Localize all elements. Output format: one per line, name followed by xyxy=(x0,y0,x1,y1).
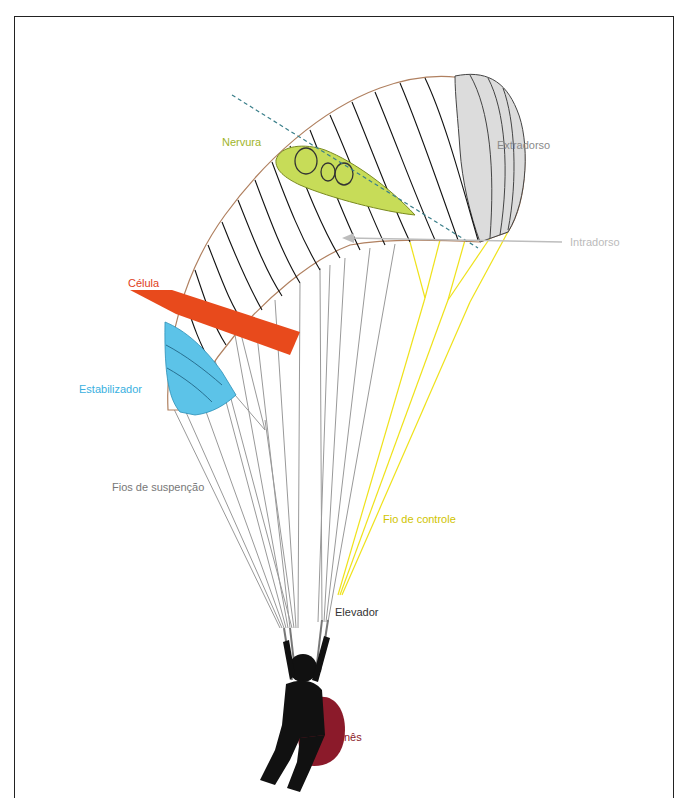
stabilizer-highlight xyxy=(165,322,236,415)
frame xyxy=(15,17,674,798)
cell-highlight xyxy=(130,290,300,355)
rib-highlight xyxy=(276,146,415,215)
part-label: Arnês xyxy=(333,731,362,744)
part-label: Elevador xyxy=(335,606,378,619)
leader-line xyxy=(348,238,562,242)
extrados-folds xyxy=(470,75,514,238)
stabilizer-lines xyxy=(166,345,222,402)
chord-line xyxy=(232,95,478,248)
part-label: Nervura xyxy=(222,136,261,149)
rib-holes xyxy=(295,148,353,185)
part-label: Fios de suspenção xyxy=(112,481,204,494)
extrados-area xyxy=(455,74,525,242)
part-label: Estabilizador xyxy=(79,383,142,396)
part-label: Célula xyxy=(128,277,159,290)
part-label: Fio de controle xyxy=(383,513,456,526)
pilot-figure xyxy=(260,636,345,792)
control-lines xyxy=(338,228,510,595)
leader-arrowhead xyxy=(342,233,354,243)
part-label: Extradorso xyxy=(497,139,550,152)
part-label: Intradorso xyxy=(570,236,620,249)
